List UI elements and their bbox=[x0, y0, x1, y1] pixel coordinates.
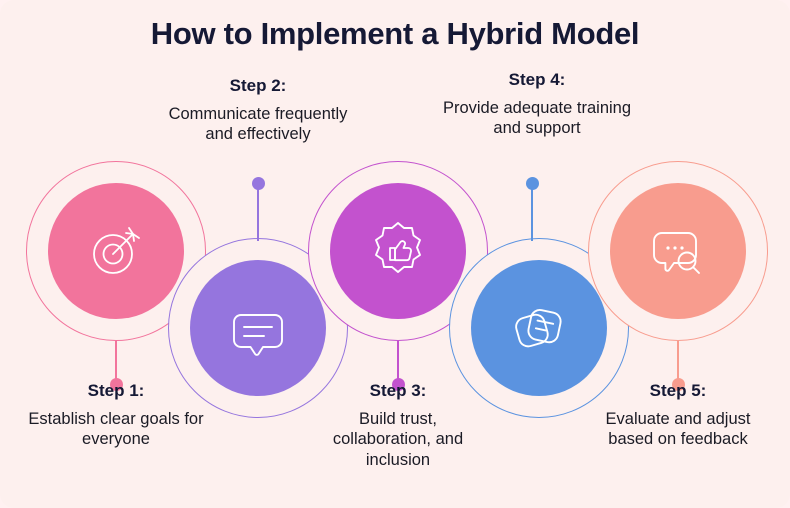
step-label-5: Step 5: bbox=[649, 381, 707, 400]
step-node-4[interactable] bbox=[449, 238, 629, 418]
connector-stem-5 bbox=[677, 341, 679, 381]
step-label-3: Step 3: bbox=[369, 381, 427, 400]
step-description-2: Communicate frequently and effectively bbox=[168, 104, 348, 144]
connector-dot-5 bbox=[671, 378, 685, 391]
caption-step-1: Step 1: Establish clear goals for everyo… bbox=[6, 381, 226, 450]
connector-4 bbox=[525, 177, 539, 241]
step-node-2[interactable] bbox=[168, 238, 348, 418]
connector-stem-4 bbox=[531, 185, 533, 241]
connector-dot-4 bbox=[525, 177, 539, 190]
connector-stem-1 bbox=[115, 341, 117, 381]
step-description-5: Evaluate and adjust based on feedback bbox=[605, 409, 751, 449]
step-description-4: Provide adequate training and support bbox=[442, 98, 632, 138]
connector-5 bbox=[671, 341, 685, 393]
icon-disc-4[interactable] bbox=[471, 260, 607, 396]
connector-dot-1 bbox=[109, 378, 123, 391]
stacked-cards-icon bbox=[515, 309, 562, 348]
connector-3 bbox=[391, 341, 405, 393]
step-label-2: Step 2: bbox=[229, 76, 287, 95]
icon-disc-1[interactable] bbox=[48, 183, 184, 319]
step-label-4: Step 4: bbox=[508, 70, 566, 89]
caption-step-5: Step 5: Evaluate and adjust based on fee… bbox=[588, 381, 768, 450]
connector-stem-2 bbox=[257, 185, 259, 241]
icon-disc-2[interactable] bbox=[190, 260, 326, 396]
caption-step-3: Step 3: Build trust, collaboration, and … bbox=[308, 381, 488, 470]
step-description-1: Establish clear goals for everyone bbox=[28, 409, 204, 449]
target-arrow-icon bbox=[93, 227, 140, 274]
caption-step-4: Step 4: Provide adequate training and su… bbox=[442, 70, 632, 139]
connector-1 bbox=[109, 341, 123, 393]
connector-2 bbox=[251, 177, 265, 241]
icon-disc-5[interactable] bbox=[610, 183, 746, 319]
page-title: How to Implement a Hybrid Model bbox=[150, 16, 640, 51]
icon-disc-3[interactable] bbox=[330, 183, 466, 319]
chat-search-icon bbox=[653, 232, 700, 274]
connector-stem-3 bbox=[397, 341, 399, 381]
step-label-1: Step 1: bbox=[87, 381, 145, 400]
caption-step-2: Step 2: Communicate frequently and effec… bbox=[168, 76, 348, 145]
thumbs-up-badge-icon bbox=[375, 222, 421, 273]
step-node-5[interactable] bbox=[588, 161, 768, 341]
connector-dot-3 bbox=[391, 378, 405, 391]
step-description-3: Build trust, collaboration, and inclusio… bbox=[332, 409, 464, 469]
step-node-1[interactable] bbox=[26, 161, 206, 341]
speech-bubble-lines-icon bbox=[233, 314, 283, 356]
connector-dot-2 bbox=[251, 177, 265, 190]
